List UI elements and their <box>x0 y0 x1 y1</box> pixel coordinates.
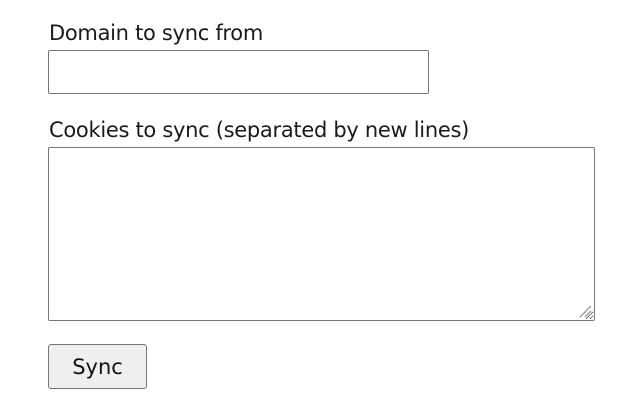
domain-input[interactable] <box>48 50 429 94</box>
sync-button[interactable]: Sync <box>48 344 147 389</box>
cookies-textarea[interactable] <box>48 147 595 321</box>
domain-label: Domain to sync from <box>49 21 263 45</box>
cookies-label: Cookies to sync (separated by new lines) <box>49 118 470 142</box>
